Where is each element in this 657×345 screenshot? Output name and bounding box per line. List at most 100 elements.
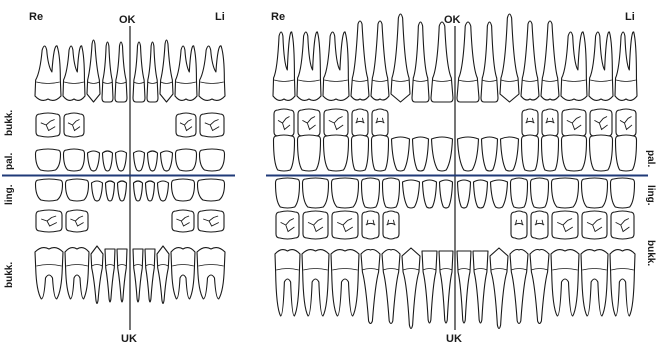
primary-upper-right-molar-5 [35,46,61,101]
primary-upper-left-occlusal-5 [200,113,224,137]
permanent-palatal-label: pal. [645,150,656,167]
primary-lower-left-lingual-5 [198,179,225,201]
primary-lower-left-canine-3 [157,246,169,304]
primary-lower-left-lingual-4 [172,179,195,201]
permanent-upper-right-canine-3 [391,14,410,102]
primary-upper-left-palatal-2 [148,151,158,171]
permanent-lower-right-occlusal-8 [276,211,299,239]
permanent-upper-right-incisor-1 [431,22,453,102]
primary-upper-right-palatal-1 [116,151,127,171]
permanent-lower-right-premolar-5 [361,250,380,324]
permanent-upper-right-palatal-6 [324,135,349,171]
primary-upper-left-palatal-3 [161,151,173,171]
primary-upper-right-canine-3 [87,40,100,102]
permanent-upper-left-palatal-8 [616,135,637,171]
primary-lower-right-lingual-3 [92,181,103,201]
primary-lower-right-lingual-5 [36,179,63,201]
permanent-lower-right-occlusal-4 [383,211,399,239]
primary-lower-left-incisor-1 [133,249,143,302]
permanent-upper-left-palatal-1 [458,137,479,171]
primary-right-label: Re [29,11,43,23]
permanent-upper-right-molar-6 [323,32,349,101]
primary-lower-left-lingual-2 [146,181,155,201]
permanent-upper-left-premolar-5 [541,21,559,100]
permanent-lower-right-molar-6 [331,250,359,316]
permanent-lower-left-incisor-2 [473,251,488,323]
primary-lower-right-occlusal-5 [36,210,62,232]
primary-lower-jaw-label: UK [121,333,137,345]
permanent-upper-left-occlusal-6 [562,109,586,137]
primary-dentition-chart: Re Li OK UK bukk. pal. ling. bukk. [2,11,235,345]
permanent-upper-right-palatal-5 [352,135,369,171]
primary-lower-right-lingual-2 [106,181,115,201]
primary-upper-left-palatal-1 [134,151,145,171]
permanent-lower-right-incisor-1 [439,251,453,323]
permanent-lower-left-occlusal-8 [611,211,634,239]
permanent-lower-left-occlusal-4 [511,211,527,239]
primary-lower-left-lingual-3 [158,181,169,201]
permanent-upper-right-occlusal-4 [372,109,388,137]
permanent-upper-left-molar-8 [615,32,637,101]
permanent-lower-left-lingual-2 [474,180,488,208]
permanent-lower-left-lingual-6 [552,178,579,208]
primary-upper-right-occlusal-4 [64,113,84,137]
primary-buccal-lower-label: bukk. [4,262,15,288]
permanent-lower-right-canine-3 [402,248,420,329]
permanent-upper-right-palatal-4 [372,135,389,171]
permanent-lower-right-molar-8 [275,250,300,316]
permanent-upper-right-palatal-8 [274,135,295,171]
permanent-lower-right-lingual-7 [303,178,329,208]
permanent-upper-right-occlusal-5 [352,109,368,137]
primary-lower-right-lingual-4 [66,179,89,201]
permanent-lower-right-occlusal-7 [303,211,328,239]
permanent-lower-right-lingual-3 [403,180,420,208]
primary-upper-left-incisor-1 [133,42,145,102]
permanent-upper-right-premolar-5 [351,21,369,100]
permanent-upper-right-occlusal-6 [324,109,348,137]
primary-palatal-label: pal. [4,153,15,170]
permanent-upper-left-canine-3 [500,14,519,102]
permanent-upper-right-incisor-2 [412,22,429,102]
permanent-lower-right-incisor-2 [422,251,437,323]
permanent-lower-left-lingual-8 [611,178,635,208]
primary-upper-left-molar-5 [199,46,225,101]
primary-upper-right-palatal-5 [36,149,61,171]
permanent-lower-left-lingual-3 [491,180,508,208]
permanent-lingual-label: ling. [645,185,656,206]
permanent-upper-left-incisor-1 [457,22,479,102]
permanent-right-label: Re [271,11,285,23]
permanent-upper-left-palatal-6 [562,135,587,171]
permanent-lower-right-lingual-6 [332,178,359,208]
permanent-lower-left-incisor-1 [457,251,471,323]
primary-upper-jaw-label: OK [119,14,136,26]
permanent-lower-left-occlusal-5 [531,211,548,239]
permanent-upper-right-molar-7 [297,32,321,101]
primary-upper-right-palatal-2 [103,151,113,171]
primary-lower-right-canine-3 [91,246,103,304]
primary-buccal-upper-label: bukk. [4,110,15,136]
primary-lower-right-molar-5 [35,248,63,299]
primary-upper-right-incisor-1 [115,42,127,102]
permanent-dentition-chart: Re Li OK UK pal. ling. bukk. [266,11,656,345]
permanent-lower-right-lingual-1 [440,180,453,208]
permanent-lower-left-occlusal-6 [552,211,578,239]
permanent-upper-right-palatal-2 [413,137,429,171]
permanent-upper-left-palatal-3 [501,137,519,171]
permanent-lower-left-lingual-7 [582,178,608,208]
permanent-upper-left-occlusal-8 [616,109,636,137]
primary-lower-right-incisor-2 [105,249,115,302]
permanent-lower-left-premolar-5 [530,250,549,324]
primary-upper-right-molar-4 [63,46,85,101]
permanent-upper-right-palatal-3 [392,137,410,171]
permanent-upper-left-palatal-4 [522,135,539,171]
primary-upper-left-canine-3 [160,40,173,102]
permanent-buccal-lower-label: bukk. [645,240,656,266]
permanent-upper-right-occlusal-8 [274,109,294,137]
permanent-lower-left-molar-8 [610,250,635,316]
primary-lower-right-lingual-1 [118,181,127,201]
permanent-upper-left-palatal-7 [590,135,613,171]
permanent-lower-left-lingual-1 [458,180,471,208]
permanent-upper-left-occlusal-4 [522,109,538,137]
